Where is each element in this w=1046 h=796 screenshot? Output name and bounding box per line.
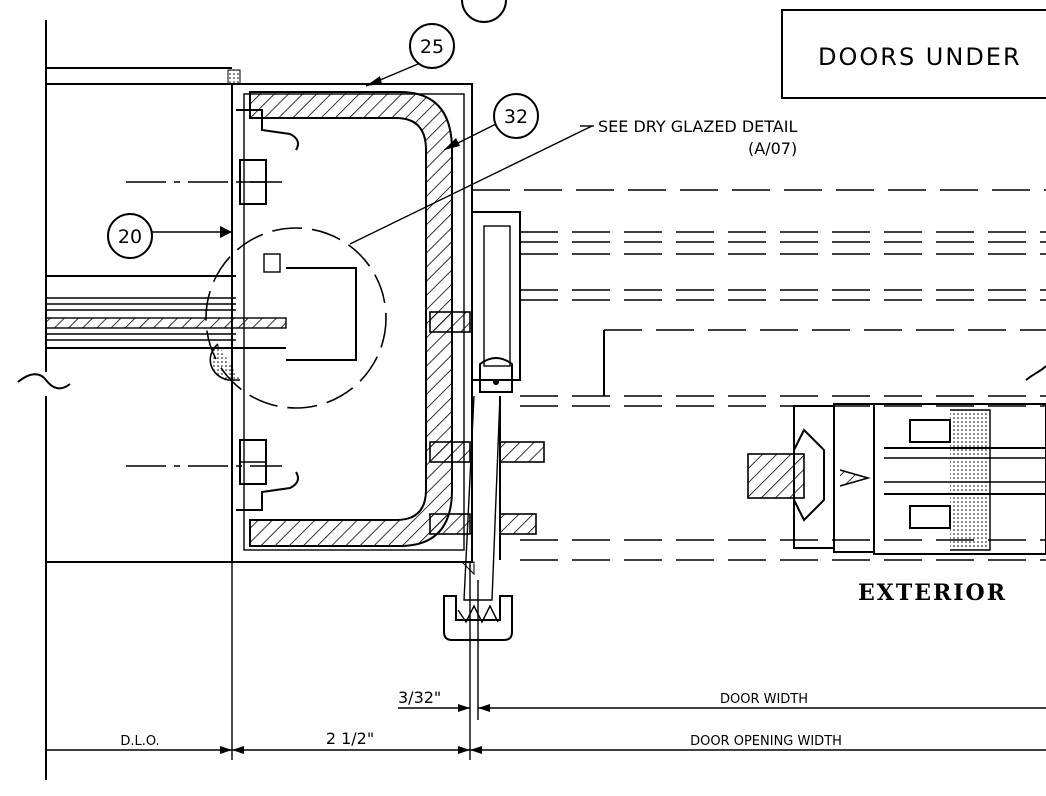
callout-32-label: 32 xyxy=(504,106,528,128)
exterior-label: EXTERIOR xyxy=(858,580,1007,606)
dimensions: 3/32" DOOR WIDTH D.L.O. 2 1/2" DOOR OPEN… xyxy=(46,562,1046,760)
callout-32: 32 xyxy=(443,93,539,151)
callout-25-label: 25 xyxy=(420,36,444,58)
door-stile-dashed xyxy=(472,189,1046,561)
leader-note-line1: SEE DRY GLAZED DETAIL xyxy=(598,117,797,136)
right-break-line xyxy=(1025,365,1046,381)
title-box-text: DOORS UNDER xyxy=(818,43,1022,71)
detail-circle xyxy=(205,227,387,409)
leader-note: SEE DRY GLAZED DETAIL (A/07) xyxy=(349,117,797,245)
callout-25: 25 xyxy=(365,23,455,87)
dim-door-width-label: DOOR WIDTH xyxy=(720,692,808,707)
dim-frame-label: 2 1/2" xyxy=(326,729,374,748)
callout-20-label: 20 xyxy=(118,226,142,248)
door-hardware xyxy=(747,403,1046,555)
dim-door-opening-width-label: DOOR OPENING WIDTH xyxy=(690,734,842,749)
dim-dlo-label: D.L.O. xyxy=(120,734,159,749)
leader-note-line2: (A/07) xyxy=(748,139,797,158)
top-callout-circle-fragment xyxy=(461,0,507,23)
title-box: DOORS UNDER xyxy=(781,9,1046,99)
adjacent-panel xyxy=(45,67,287,563)
left-break-line xyxy=(17,373,71,390)
dim-gap-label: 3/32" xyxy=(398,688,441,707)
callout-20: 20 xyxy=(107,213,232,259)
